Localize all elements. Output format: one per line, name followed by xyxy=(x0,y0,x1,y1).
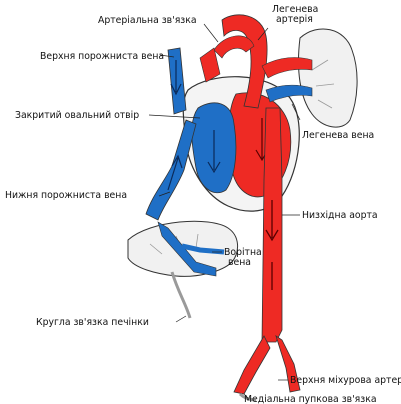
label-round-ligament: Кругла зв'язка печінки xyxy=(36,317,149,328)
label-superior-vesical-artery: Верхня міхурова артерія xyxy=(290,375,401,386)
lung xyxy=(299,29,358,127)
label-foramen-ovale: Закритий овальний отвір xyxy=(15,110,139,121)
label-ductus-arteriosus: Артеріальна зв'язка xyxy=(98,15,197,26)
label-descending-aorta: Низхідна аорта xyxy=(302,210,378,221)
inferior-vena-cava xyxy=(146,120,196,220)
label-pulmonary-vein: Легенева вена xyxy=(302,130,374,141)
label-superior-vena-cava: Верхня порожниста вена xyxy=(40,51,164,62)
label-inferior-vena-cava: Нижня порожниста вена xyxy=(5,190,127,201)
superior-vena-cava xyxy=(168,48,186,114)
label-medial-umbilical-ligament: Медіальна пупкова зв'язка xyxy=(244,394,377,404)
round-ligament xyxy=(172,272,190,318)
